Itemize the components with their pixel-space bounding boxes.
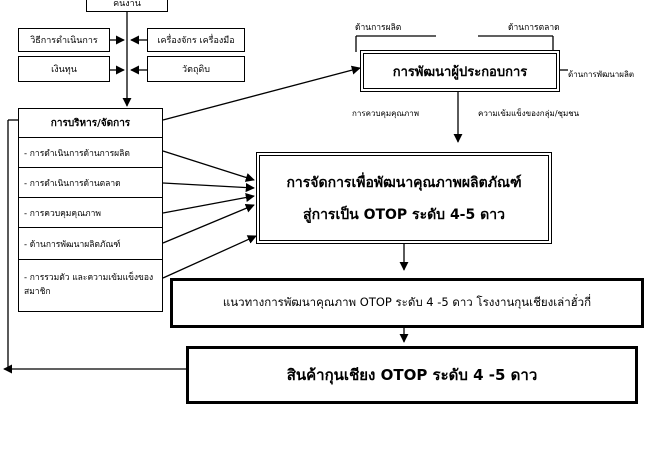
quality-line-2: สู่การเป็น OTOP ระดับ 4-5 ดาว	[303, 207, 505, 223]
entrepreneur-marketing-label: ด้านการตลาด	[508, 23, 560, 33]
input-workers-box: คนงาน	[86, 0, 168, 12]
entrepreneur-quality-label: การควบคุมคุณภาพ	[352, 109, 419, 118]
product-text: สินค้ากุนเชียง OTOP ระดับ 4 -5 ดาว	[286, 366, 538, 384]
input-material-label: วัตถุดิบ	[182, 65, 210, 75]
arrow-item-5	[162, 235, 257, 279]
management-title: การบริหาร/จัดการ	[50, 117, 131, 129]
management-item: - การรวมตัว และความเข้มแข็งของสมาชิก	[19, 259, 162, 311]
input-method-box: วิธีการดำเนินการ	[18, 28, 110, 52]
management-item: - การควบคุมคุณภาพ	[19, 197, 162, 227]
arrow-item-2	[162, 182, 255, 193]
input-machine-label: เครื่องจักร เครื่องมือ	[157, 36, 235, 46]
entrepreneur-title: การพัฒนาผู้ประกอบการ	[392, 64, 528, 80]
entrepreneur-box: การพัฒนาผู้ประกอบการ	[360, 50, 560, 92]
entrepreneur-production-label: ด้านการผลิต	[355, 23, 402, 33]
management-item: - การดำเนินการด้านการผลิต	[19, 137, 162, 167]
arrow-management-to-entrepreneur	[162, 65, 361, 121]
input-money-box: เงินทุน	[18, 56, 110, 82]
management-box: การบริหาร/จัดการ - การดำเนินการด้านการผล…	[18, 108, 163, 312]
input-material-box: วัตถุดิบ	[147, 56, 245, 82]
arrow-item-1	[162, 150, 255, 182]
input-money-label: เงินทุน	[51, 65, 77, 75]
quality-box: การจัดการเพื่อพัฒนาคุณภาพผลิตภัณฑ์ สู่กา…	[256, 152, 552, 244]
arrow-item-4	[162, 203, 255, 244]
arrow-item-3	[162, 193, 255, 214]
input-method-label: วิธีการดำเนินการ	[30, 36, 98, 46]
entrepreneur-community-label: ความเข้มแข็งของกลุ่ม/ชุมชน	[478, 109, 580, 118]
guideline-box: แนวทางการพัฒนาคุณภาพ OTOP ระดับ 4 -5 ดาว…	[170, 278, 644, 328]
input-machine-box: เครื่องจักร เครื่องมือ	[147, 28, 245, 52]
guideline-text: แนวทางการพัฒนาคุณภาพ OTOP ระดับ 4 -5 ดาว…	[222, 295, 592, 309]
input-workers-label: คนงาน	[113, 0, 141, 9]
management-item: - การดำเนินการด้านตลาด	[19, 167, 162, 197]
product-box: สินค้ากุนเชียง OTOP ระดับ 4 -5 ดาว	[186, 346, 638, 404]
entrepreneur-product-dev-label: ด้านการพัฒนาผลิต	[568, 70, 635, 79]
management-item: - ด้านการพัฒนาผลิตภัณฑ์	[19, 227, 162, 259]
quality-line-1: การจัดการเพื่อพัฒนาคุณภาพผลิตภัณฑ์	[286, 175, 522, 191]
